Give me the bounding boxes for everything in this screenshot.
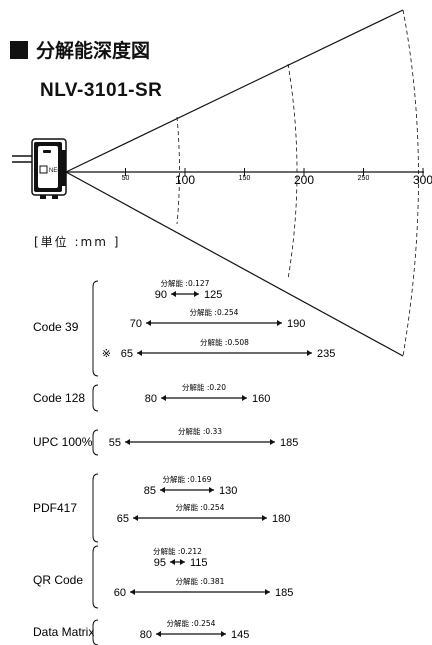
- arrow-head: [125, 439, 130, 445]
- code-row: UPC 100% 分解能 :0.33 55 185: [33, 426, 299, 456]
- near-distance: 85: [144, 485, 156, 497]
- far-distance: 145: [231, 629, 249, 641]
- resolution-label: 分解能 :0.33: [178, 426, 222, 436]
- arrow-head: [160, 487, 165, 493]
- title-bullet-square: [10, 40, 28, 59]
- arrow-head: [170, 559, 175, 565]
- arrow-head: [137, 350, 142, 356]
- near-distance: 90: [155, 289, 167, 301]
- near-distance: 70: [130, 318, 142, 330]
- far-distance: 190: [287, 318, 305, 330]
- scale-label: 300: [413, 173, 432, 187]
- arrow-head: [262, 515, 267, 521]
- scale-label: 150: [239, 175, 251, 182]
- far-distance: 180: [272, 513, 290, 525]
- far-distance: 185: [275, 587, 293, 599]
- resolution-bar: 分解能 :0.20 80 160: [145, 382, 271, 405]
- group-bracket: [92, 473, 99, 543]
- far-distance: 160: [252, 393, 270, 405]
- page-title: 分解能深度図: [10, 36, 150, 63]
- note-mark: ※: [102, 347, 111, 360]
- group-bracket: [92, 280, 99, 377]
- resolution-bar: 分解能 :0.33 55 185: [109, 426, 299, 449]
- code-name: Code 128: [33, 391, 85, 405]
- arrow-head: [221, 631, 226, 637]
- arrow-head: [307, 350, 312, 356]
- arrow-head: [161, 395, 166, 401]
- model-name: NLV-3101-SR: [40, 80, 163, 101]
- title-text: 分解能深度図: [36, 40, 151, 62]
- resolution-label: 分解能 :0.212: [153, 546, 202, 556]
- device-badge: NEO: [49, 168, 62, 174]
- resolution-label: 分解能 :0.254: [190, 307, 239, 317]
- arrow-head: [133, 515, 138, 521]
- resolution-label: 分解能 :0.127: [161, 278, 210, 288]
- resolution-label: 分解能 :0.381: [176, 576, 225, 586]
- resolution-label: 分解能 :0.508: [200, 337, 249, 347]
- scan-field-cone: [65, 9, 424, 357]
- near-distance: 65: [121, 348, 133, 360]
- group-bracket: [92, 429, 99, 456]
- group-bracket: [92, 384, 99, 412]
- resolution-bar: 分解能 :0.254 70 190: [130, 307, 306, 330]
- near-distance: 95: [154, 557, 166, 569]
- code-row: Data Matrix 分解能 :0.254 80 145: [33, 618, 249, 645]
- arrow-head: [265, 589, 270, 595]
- near-distance: 80: [145, 393, 157, 405]
- scale-label: 50: [122, 175, 130, 182]
- resolution-bar: 分解能 :0.381 60 185: [114, 576, 294, 599]
- group-bracket: [92, 545, 99, 609]
- arrow-head: [277, 320, 282, 326]
- code-row: PDF417 分解能 :0.169 85 130 分解能 :0.254 65 180: [33, 473, 291, 543]
- code-name: Code 39: [33, 320, 79, 334]
- resolution-bar: 分解能 :0.508 65 235 ※: [102, 337, 336, 360]
- resolution-label: 分解能 :0.254: [167, 618, 216, 628]
- near-distance: 80: [140, 629, 152, 641]
- scale-label: 100: [175, 173, 195, 187]
- arrow-head: [130, 589, 135, 595]
- scale-label: 250: [358, 175, 370, 182]
- resolution-label: 分解能 :0.20: [182, 382, 226, 392]
- near-distance: 60: [114, 587, 126, 599]
- arrow-head: [209, 487, 214, 493]
- arrow-head: [180, 559, 185, 565]
- code-name: UPC 100%: [33, 435, 93, 449]
- near-distance: 65: [117, 513, 129, 525]
- far-distance: 235: [317, 348, 335, 360]
- code-name: Data Matrix: [33, 625, 94, 639]
- arrow-head: [171, 291, 176, 297]
- group-bracket: [92, 619, 99, 645]
- near-distance: 55: [109, 437, 121, 449]
- arrow-head: [270, 439, 275, 445]
- far-distance: 130: [219, 485, 237, 497]
- unit-label: [単位 :mm ]: [34, 235, 121, 249]
- code-name: QR Code: [33, 573, 83, 587]
- arrow-head: [146, 320, 151, 326]
- far-distance: 125: [204, 289, 222, 301]
- arrow-head: [156, 631, 161, 637]
- resolution-bar: 分解能 :0.254 80 145: [140, 618, 250, 641]
- resolution-bar: 分解能 :0.169 85 130: [144, 474, 238, 497]
- far-distance: 115: [190, 557, 208, 569]
- arrow-head: [194, 291, 199, 297]
- scale-label: 200: [294, 173, 314, 187]
- resolution-bar: 分解能 :0.254 65 180: [117, 502, 291, 525]
- resolution-label: 分解能 :0.254: [176, 502, 225, 512]
- code-row: Code 128 分解能 :0.20 80 160: [33, 382, 271, 412]
- resolution-label: 分解能 :0.169: [163, 474, 212, 484]
- arrow-head: [242, 395, 247, 401]
- code-name: PDF417: [33, 501, 77, 515]
- far-distance: 185: [280, 437, 298, 449]
- scanner-device-icon: NEO: [12, 138, 67, 199]
- distance-scale: 50 100 150 200 250 300: [122, 168, 432, 187]
